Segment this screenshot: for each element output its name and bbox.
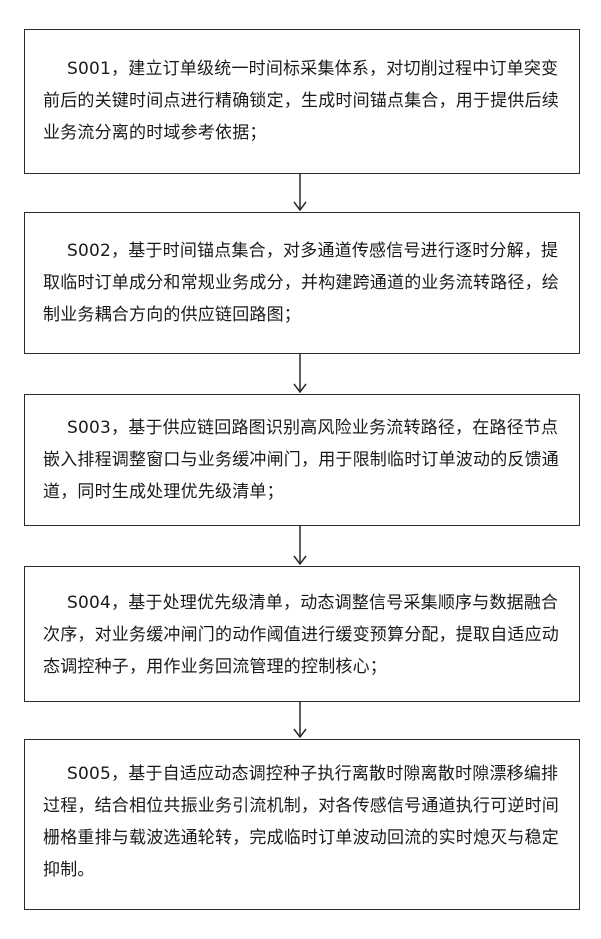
arrow-down-icon (290, 174, 310, 212)
step-text-s002: S002，基于时间锚点集合，对多通道传感信号进行逐时分解，提取临时订单成分和常规… (43, 235, 563, 331)
arrow-s002-to-s003 (290, 354, 310, 394)
arrow-s004-to-s005 (290, 702, 310, 739)
step-text-s005: S005，基于自适应动态调控种子执行离散时隙离散时隙漂移编排过程，结合相位共振业… (43, 758, 563, 886)
step-text-s004: S004，基于处理优先级清单，动态调整信号采集顺序与数据融合次序，对业务缓冲闸门… (43, 587, 563, 683)
arrow-s003-to-s004 (290, 526, 310, 566)
step-box-s005: S005，基于自适应动态调控种子执行离散时隙离散时隙漂移编排过程，结合相位共振业… (24, 739, 580, 910)
arrow-down-icon (290, 354, 310, 394)
arrow-down-icon (290, 702, 310, 739)
step-box-s001: S001，建立订单级统一时间标采集体系，对切削过程中订单突变前后的关键时间点进行… (24, 29, 580, 174)
step-box-s004: S004，基于处理优先级清单，动态调整信号采集顺序与数据融合次序，对业务缓冲闸门… (24, 566, 580, 702)
step-text-s003: S003，基于供应链回路图识别高风险业务流转路径，在路径节点嵌入排程调整窗口与业… (43, 412, 563, 508)
step-text-s001: S001，建立订单级统一时间标采集体系，对切削过程中订单突变前后的关键时间点进行… (43, 53, 563, 149)
step-box-s002: S002，基于时间锚点集合，对多通道传感信号进行逐时分解，提取临时订单成分和常规… (24, 212, 580, 354)
arrow-s001-to-s002 (290, 174, 310, 212)
arrow-down-icon (290, 526, 310, 566)
step-box-s003: S003，基于供应链回路图识别高风险业务流转路径，在路径节点嵌入排程调整窗口与业… (24, 394, 580, 526)
